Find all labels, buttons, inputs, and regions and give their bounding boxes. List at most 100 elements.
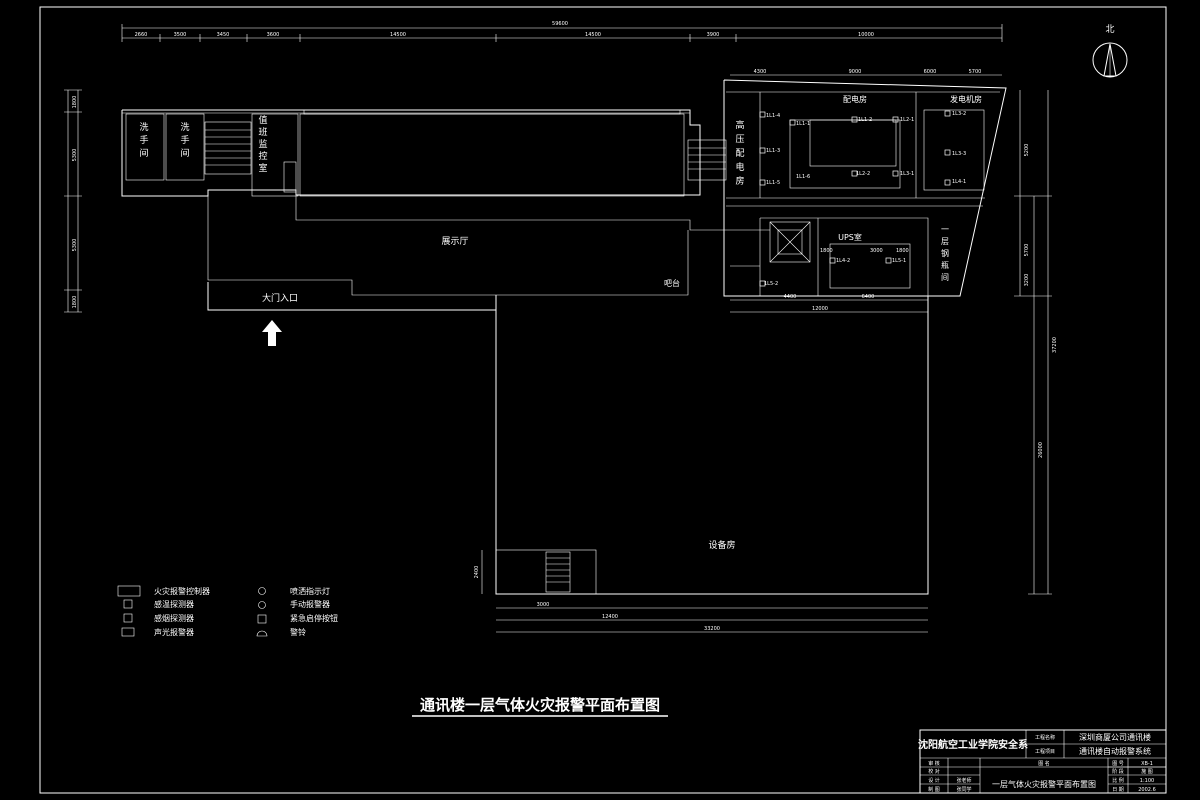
dim-text: 3900 bbox=[707, 32, 720, 38]
room-char: 压 bbox=[735, 134, 744, 145]
dim-text: 6400 bbox=[862, 294, 875, 300]
device-code: 1L1-6 bbox=[796, 174, 810, 180]
designer-name: 张老师 bbox=[956, 777, 971, 784]
device-code: 1L3-3 bbox=[952, 151, 966, 157]
drawing-no: XB-1 bbox=[1141, 761, 1153, 767]
room-char: 手 bbox=[180, 134, 189, 146]
dim-text: 1800 bbox=[72, 96, 78, 109]
legend-label: 感温探测器 bbox=[154, 599, 194, 609]
school-name: 沈阳航空工业学院安全系 bbox=[918, 738, 1028, 751]
fire-alarm-controller-icon bbox=[117, 585, 141, 597]
stage-value: 施 图 bbox=[1141, 768, 1153, 775]
device-code: 1L1-5 bbox=[766, 180, 780, 186]
dim-text: 1800 bbox=[820, 248, 833, 254]
legend-label: 火灾报警控制器 bbox=[154, 586, 210, 596]
drawing-frame bbox=[39, 6, 1167, 794]
dim-text: 9000 bbox=[849, 69, 862, 75]
item-label: 工程项目 bbox=[1035, 748, 1055, 755]
west-wing bbox=[121, 109, 770, 311]
legend-label: 感烟探测器 bbox=[154, 613, 194, 623]
dim-text: 5300 bbox=[72, 239, 78, 252]
counter-label: 吧台 bbox=[664, 278, 680, 288]
stage-label: 阶 段 bbox=[1112, 768, 1124, 775]
device-code: 1L4-2 bbox=[836, 258, 850, 264]
equipment-room: 设备房 bbox=[495, 296, 929, 595]
device-code: 1L5-2 bbox=[764, 281, 778, 287]
washroom-label-2: 洗 手 间 bbox=[180, 121, 189, 159]
detector-markers bbox=[759, 110, 951, 287]
drawing-label: 图 名 bbox=[1038, 760, 1050, 767]
top-dimension: 59600 2660 3500 3450 3600 14500 14500 39… bbox=[121, 21, 1003, 42]
heat-detector-icon bbox=[123, 599, 133, 609]
smoke-detector-icon bbox=[123, 613, 133, 623]
entrance-arrow-icon bbox=[262, 320, 282, 346]
dim-text: 3600 bbox=[267, 32, 280, 38]
dim-text: 3200 bbox=[1024, 274, 1030, 287]
dim-text: 1800 bbox=[72, 296, 78, 309]
device-code: 1L1-1 bbox=[796, 121, 810, 127]
dim-text: 5700 bbox=[969, 69, 982, 75]
room-char: 高 bbox=[735, 119, 744, 131]
scale-value: 1:100 bbox=[1140, 778, 1154, 784]
room-char: 瓶 bbox=[941, 260, 949, 270]
emergency-button-icon bbox=[257, 614, 267, 624]
room-char: 间 bbox=[941, 273, 949, 282]
room-char: 洗 bbox=[180, 121, 189, 133]
dim-text: 37200 bbox=[1052, 337, 1058, 353]
title-block: 沈阳航空工业学院安全系 工程名称 深圳商厦公司通讯楼 工程项目 通讯楼自动报警系… bbox=[918, 729, 1167, 794]
room-char: 层 bbox=[941, 237, 949, 246]
legend-label: 警铃 bbox=[290, 627, 306, 637]
dim-text: 3450 bbox=[217, 32, 230, 38]
sound-light-alarm-icon bbox=[121, 627, 135, 637]
room-char: 室 bbox=[258, 162, 267, 174]
device-code: 1L2-1 bbox=[900, 117, 914, 123]
drawing-title: 通讯楼一层气体火灾报警平面布置图 bbox=[420, 696, 660, 714]
dim-text: 3000 bbox=[537, 602, 550, 608]
room-char: 房 bbox=[735, 175, 744, 187]
dim-text: 5300 bbox=[72, 149, 78, 162]
room-char: 值 bbox=[258, 114, 267, 126]
dim-text: 5200 bbox=[1024, 144, 1030, 157]
spray-indicator-icon bbox=[258, 587, 266, 595]
legend-label: 手动报警器 bbox=[290, 599, 330, 609]
room-char: 控 bbox=[258, 150, 267, 162]
dim-text: 3000 bbox=[870, 248, 883, 254]
legend-label: 紧急启停按钮 bbox=[290, 613, 338, 623]
device-code: 1L5-1 bbox=[892, 258, 906, 264]
dim-text: 1800 bbox=[896, 248, 909, 254]
dim-text: 4400 bbox=[784, 294, 797, 300]
generator-room-label: 发电机房 bbox=[950, 94, 982, 104]
room-char: 班 bbox=[258, 126, 267, 138]
item-name: 通讯楼自动报警系统 bbox=[1079, 746, 1151, 756]
device-code: 1L1-4 bbox=[766, 113, 780, 119]
drawing-no-label: 图 号 bbox=[1112, 761, 1124, 767]
top-total-dim: 59600 bbox=[552, 21, 568, 27]
room-char: 间 bbox=[180, 147, 189, 159]
room-char: 洗 bbox=[139, 121, 148, 133]
dim-text: 33200 bbox=[704, 626, 720, 632]
equipment-room-label: 设备房 bbox=[708, 539, 735, 551]
room-char: 监 bbox=[258, 138, 267, 150]
east-wing-dims: 4300 9000 6000 5700 1800 3000 1800 4400 … bbox=[730, 69, 1002, 313]
dim-text: 12000 bbox=[812, 306, 828, 312]
north-label: 北 bbox=[1105, 24, 1114, 35]
device-code: 1L3-2 bbox=[952, 111, 966, 117]
east-wing bbox=[723, 79, 1007, 297]
room-char: 钢 bbox=[941, 248, 949, 258]
device-code: 1L1-2 bbox=[858, 117, 872, 123]
entrance-label: 大门入口 bbox=[262, 292, 298, 304]
manual-alarm-icon bbox=[258, 601, 266, 609]
dim-text: 26000 bbox=[1038, 442, 1044, 458]
left-dimension: 1800 5300 5300 1800 bbox=[64, 89, 82, 313]
date-value: 2002.6 bbox=[1138, 787, 1156, 793]
device-codes: 1L1-4 1L1-3 1L1-5 1L1-1 1L1-6 1L1-2 1L2-… bbox=[764, 111, 966, 287]
row-label: 制 图 bbox=[928, 786, 940, 793]
dim-text: 4300 bbox=[754, 69, 767, 75]
device-code: 1L1-3 bbox=[766, 148, 780, 154]
drafter-name: 张同学 bbox=[956, 786, 971, 793]
north-arrow: 北 bbox=[1092, 24, 1128, 78]
drawing-name: 一层气体火灾报警平面布置图 bbox=[992, 779, 1096, 789]
hv-room-label: 高 压 配 电 房 bbox=[735, 119, 744, 187]
legend-label: 声光报警器 bbox=[154, 627, 194, 637]
